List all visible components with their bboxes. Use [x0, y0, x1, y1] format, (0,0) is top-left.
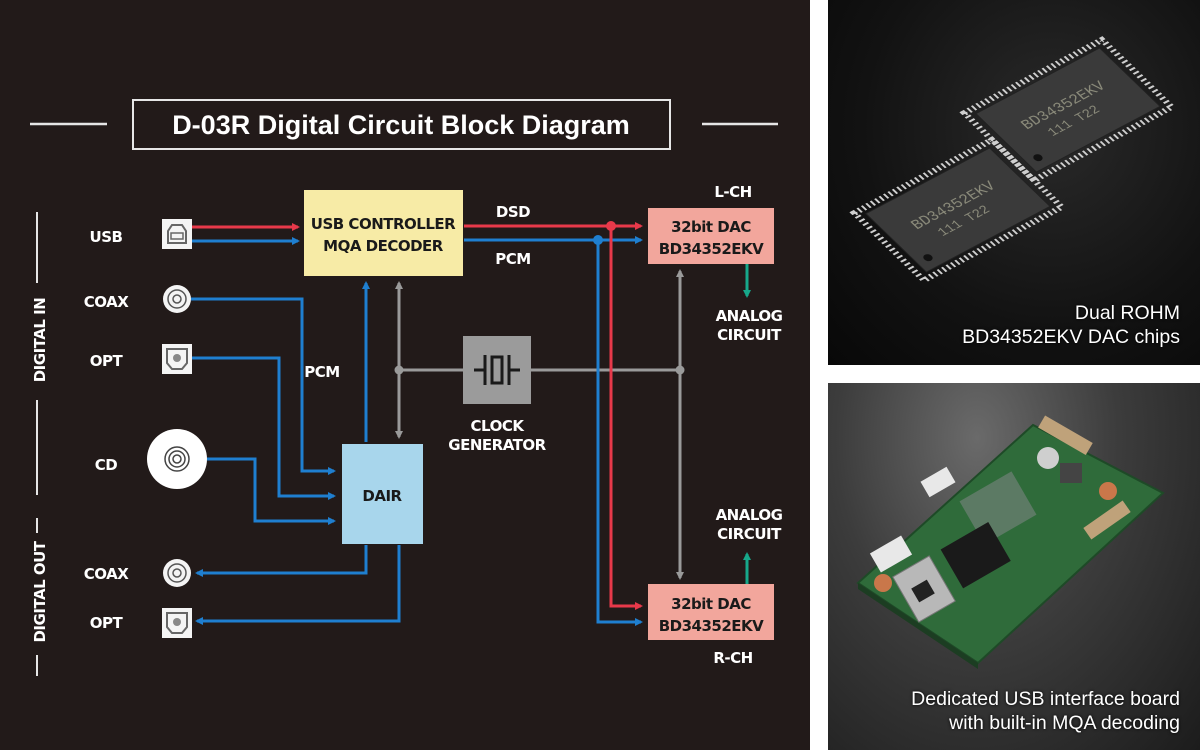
dair-output-lines [195, 545, 401, 625]
analog-bottom-line2: CIRCUIT [717, 525, 782, 543]
left-channel-label: L-CH [714, 183, 751, 201]
usb-controller-block: USB CONTROLLER MQA DECODER [304, 190, 463, 276]
pcm-label-dair: PCM [304, 363, 339, 381]
pcb-board [856, 415, 1165, 669]
cd-in-line [207, 457, 336, 525]
left-dac-block: L-CH 32bit DAC BD34352EKV [648, 183, 774, 264]
dac-chips-caption: Dual ROHM BD34352EKV DAC chips [962, 301, 1180, 349]
block-diagram-svg: D-03R Digital Circuit Block Diagram DIGI… [30, 99, 783, 676]
usb-signal-lines [192, 223, 300, 245]
left-dac-line1: 32bit DAC [671, 218, 751, 236]
block-diagram-panel: D-03R Digital Circuit Block Diagram DIGI… [0, 0, 810, 750]
pcm-label-top: PCM [495, 250, 530, 268]
left-dac-line2: BD34352EKV [659, 240, 764, 258]
usb-b-port-icon [162, 219, 192, 249]
analog-top-line1: ANALOG [716, 307, 783, 325]
side-labels: DIGITAL IN DIGITAL OUT [31, 212, 49, 676]
usb-board-caption-line1: Dedicated USB interface board [911, 688, 1180, 710]
clock-lines [395, 269, 684, 580]
dsd-to-rdac-line [609, 226, 643, 610]
digital-out-label: DIGITAL OUT [31, 540, 49, 642]
dac-chip-back: BD34352EKV 111 T22 [959, 36, 1177, 184]
digital-in-label: DIGITAL IN [31, 298, 49, 383]
usb-board-illustration [856, 415, 1165, 669]
input-label-usb: USB [90, 228, 123, 246]
clock-label-line2: GENERATOR [448, 436, 546, 454]
dac-chips-caption-line1: Dual ROHM [1074, 302, 1180, 324]
title-frame [132, 99, 671, 150]
title-text: D-03R Digital Circuit Block Diagram [172, 110, 630, 140]
clock-junction-left [394, 365, 404, 375]
dac-chip-front: BD34352EKV 111 T22 [849, 136, 1067, 284]
crystal-oscillator-icon [474, 355, 520, 385]
input-label-coax: COAX [84, 293, 129, 311]
dsd-junction [606, 221, 616, 231]
opt-in-line [192, 356, 336, 500]
coax-out-line [195, 545, 368, 577]
optical-port-icon [162, 344, 192, 374]
output-label-coax: COAX [84, 565, 129, 583]
opt-out-line [195, 545, 401, 625]
dac-chips-caption-line2: BD34352EKV DAC chips [962, 326, 1180, 348]
clock-generator-block: CLOCK GENERATOR [448, 336, 547, 454]
dair-input-lines [191, 297, 336, 525]
dsd-label: DSD [496, 203, 530, 221]
input-label-opt: OPT [90, 352, 124, 370]
diagram-title: D-03R Digital Circuit Block Diagram [30, 99, 778, 150]
coaxial-jack-icon [163, 285, 191, 313]
usb-controller-line2: MQA DECODER [323, 237, 444, 255]
coax-in-line [191, 297, 336, 475]
right-dac-line1: 32bit DAC [671, 595, 751, 613]
usb-board-caption: Dedicated USB interface board with built… [911, 687, 1180, 735]
analog-bottom-line1: ANALOG [716, 506, 783, 524]
pcm-junction [593, 235, 603, 245]
usb-board-caption-line2: with built-in MQA decoding [949, 712, 1180, 734]
right-dac-block: 32bit DAC BD34352EKV R-CH [648, 584, 774, 667]
output-label-opt: OPT [90, 614, 124, 632]
output-optical-port-icon [162, 608, 192, 638]
pcm-to-rdac-line [596, 240, 643, 626]
usb-controller-line1: USB CONTROLLER [311, 215, 456, 233]
analog-top-line2: CIRCUIT [717, 326, 782, 344]
usb-board-photo: Dedicated USB interface board with built… [828, 383, 1200, 750]
dac-chips-illustration: BD34352EKV 111 T22 BD34352EKV 111 T22 [849, 36, 1177, 284]
input-label-cd: CD [95, 456, 118, 474]
dair-label: DAIR [362, 487, 402, 505]
dac-chips-photo: BD34352EKV 111 T22 BD34352EKV 111 T22 Du… [828, 0, 1200, 365]
clock-junction-right [675, 365, 685, 375]
output-coaxial-jack-icon [163, 559, 191, 587]
right-channel-label: R-CH [713, 649, 752, 667]
clock-label-line1: CLOCK [471, 417, 526, 435]
dair-block: DAIR [342, 444, 423, 544]
cd-disc-icon [147, 429, 207, 489]
right-dac-line2: BD34352EKV [659, 617, 764, 635]
